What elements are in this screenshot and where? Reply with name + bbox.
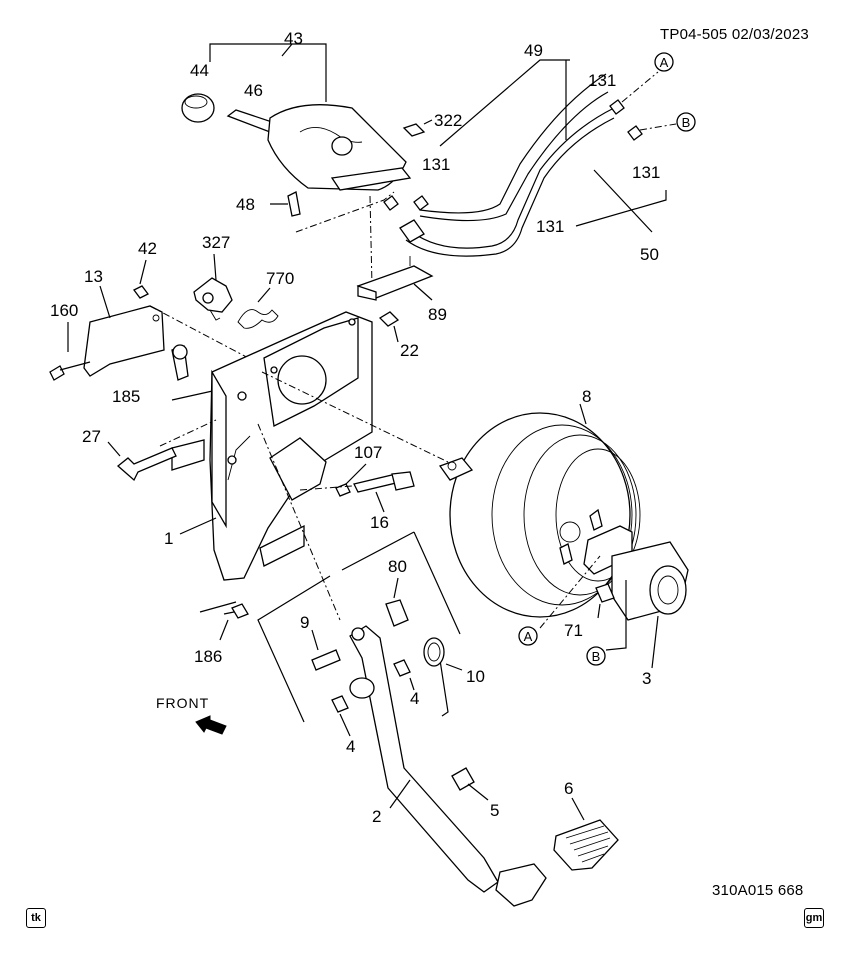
callout-4-b: 4 [346, 737, 355, 756]
callout-43: 43 [284, 29, 303, 48]
callout-27: 27 [82, 427, 101, 446]
callout-327: 327 [202, 233, 230, 252]
bolt-48 [287, 191, 301, 217]
callout-42: 42 [138, 239, 157, 258]
front-arrow [195, 715, 227, 735]
pedal-detail-box [199, 531, 461, 723]
callout-131-c: 131 [632, 163, 660, 182]
ref-b-bottom: B [592, 649, 601, 664]
front-label: FRONT [156, 695, 209, 711]
clip-80 [385, 599, 409, 627]
callout-48: 48 [236, 195, 255, 214]
ref-a-bottom: A [524, 629, 533, 644]
bolt-160 [49, 365, 65, 381]
booster-pushrod-clevis [438, 457, 474, 481]
booster-mount-hole [277, 355, 327, 405]
ref-a-top: A [660, 55, 669, 70]
nut-71 [595, 583, 615, 603]
callout-80: 80 [388, 557, 407, 576]
callout-6: 6 [564, 779, 573, 798]
clip-131 [413, 195, 429, 211]
pedal-arm-2 [349, 625, 499, 893]
booster-8 [449, 412, 631, 618]
callout-13: 13 [84, 267, 103, 286]
pedal-parts [311, 577, 619, 907]
bushing-4b [331, 695, 349, 713]
bolt-186 [231, 603, 249, 619]
callout-186: 186 [194, 647, 222, 666]
drawing-code: 310A015 668 [712, 882, 804, 899]
pipe-50 [411, 107, 615, 249]
switch-group [49, 253, 279, 401]
callout-770: 770 [266, 269, 294, 288]
callout-49: 49 [524, 41, 543, 60]
callout-10: 10 [466, 667, 485, 686]
bushing-4 [393, 659, 411, 677]
callout-89: 89 [428, 305, 447, 324]
callout-2: 2 [372, 807, 381, 826]
callout-185: 185 [112, 387, 140, 406]
booster-group [438, 403, 689, 669]
callout-107: 107 [354, 443, 382, 462]
callout-4-a: 4 [410, 689, 419, 708]
callout-131-d: 131 [536, 217, 564, 236]
callout-322: 322 [434, 111, 462, 130]
gm-logo: gm [804, 908, 824, 928]
nut-322 [402, 123, 426, 137]
reservoir-bracket [330, 167, 412, 191]
nut-42 [133, 285, 149, 299]
callout-22: 22 [400, 341, 419, 360]
callout-131-a: 131 [422, 155, 450, 174]
callout-1: 1 [164, 529, 173, 548]
pedal-bracket-1 [159, 311, 449, 621]
callout-44: 44 [190, 61, 209, 80]
fasteners-group [107, 311, 415, 513]
reservoir-group [181, 43, 433, 287]
reference-code: TP04-505 02/03/2023 [660, 26, 809, 43]
switch-327 [193, 277, 233, 313]
callout-labels: 43 44 46 322 131 48 49 131 131 131 50 42… [50, 29, 660, 826]
harness-770 [237, 309, 279, 329]
callout-71: 71 [564, 621, 583, 640]
callout-50: 50 [640, 245, 659, 264]
callout-8: 8 [582, 387, 591, 406]
spring-10 [423, 637, 445, 667]
bracket-89 [356, 256, 434, 301]
pipes-group [383, 59, 677, 257]
ref-b-top: B [682, 115, 691, 130]
ref-circles: A B A B [518, 52, 696, 666]
callout-160: 160 [50, 301, 78, 320]
callout-9: 9 [300, 613, 309, 632]
callout-3: 3 [642, 669, 651, 688]
nut-107 [335, 483, 351, 497]
tk-logo: tk [26, 908, 46, 928]
bolt-27 [116, 447, 177, 482]
bracket-13 [83, 305, 165, 377]
pipe-49 [419, 73, 607, 214]
pedal-pad-2 [495, 863, 547, 907]
nut-22 [378, 311, 400, 327]
bolt-9 [311, 649, 341, 671]
callout-46: 46 [244, 81, 263, 100]
pedal-pad-6 [553, 819, 619, 871]
callout-5: 5 [490, 801, 499, 820]
callout-131-b: 131 [588, 71, 616, 90]
callout-16: 16 [370, 513, 389, 532]
